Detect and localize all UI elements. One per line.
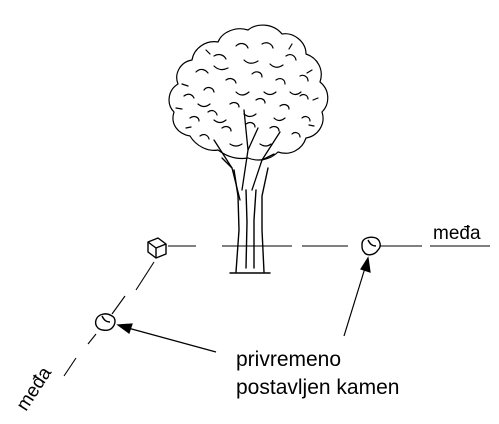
tree-canopy <box>168 24 329 161</box>
boundary-label-top: međa <box>433 223 481 244</box>
tree-branches <box>213 109 281 201</box>
arrow-icon <box>343 256 371 337</box>
arrow-icon <box>116 323 217 353</box>
caption-line-2: postavljen kamen <box>236 376 399 399</box>
stone-icon <box>147 237 167 259</box>
caption-line-1: privremeno <box>236 348 341 371</box>
tree-icon <box>168 24 329 274</box>
boundary-line-diagonal <box>63 261 155 377</box>
stone-icon <box>361 236 381 256</box>
tree-trunk <box>229 167 271 274</box>
boundary-label-left: međa <box>13 363 57 415</box>
stone-icon <box>94 313 116 331</box>
